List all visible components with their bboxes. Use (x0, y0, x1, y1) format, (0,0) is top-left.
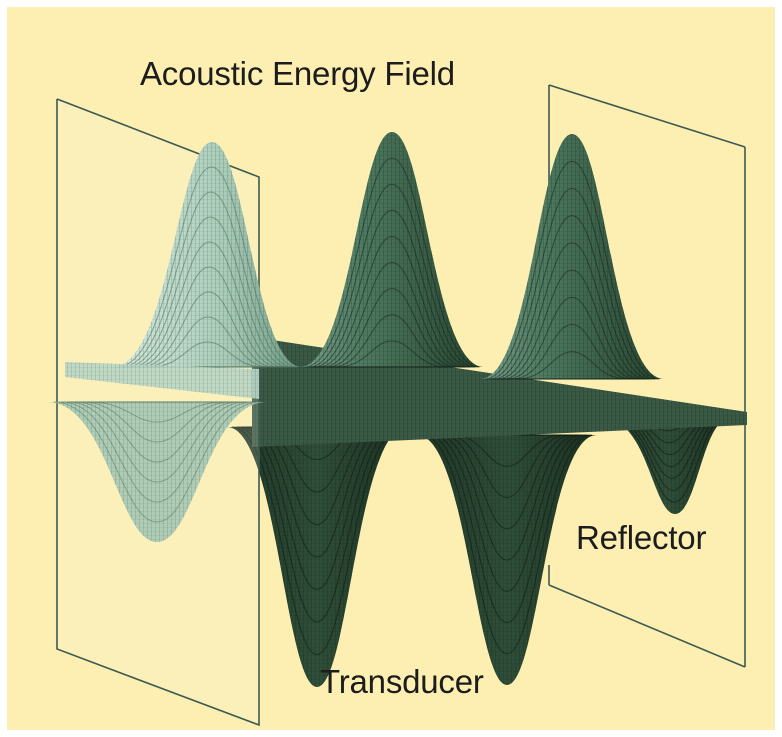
diagram-panel: Acoustic Energy Field Reflector Transduc… (7, 7, 775, 730)
crest-2 (480, 134, 664, 380)
trough-2 (417, 434, 597, 685)
figure-title: Acoustic Energy Field (140, 55, 455, 92)
reflector-label: Reflector (576, 519, 707, 556)
trough-near-transducer (47, 362, 267, 542)
transducer-label: Transducer (320, 663, 484, 700)
reflector-plane (548, 84, 746, 668)
crest-1 (300, 132, 484, 368)
wave-near-transducer (47, 142, 302, 542)
crest-near-transducer (112, 142, 302, 368)
wave-crests (300, 132, 664, 380)
acoustic-field-diagram (7, 7, 775, 730)
